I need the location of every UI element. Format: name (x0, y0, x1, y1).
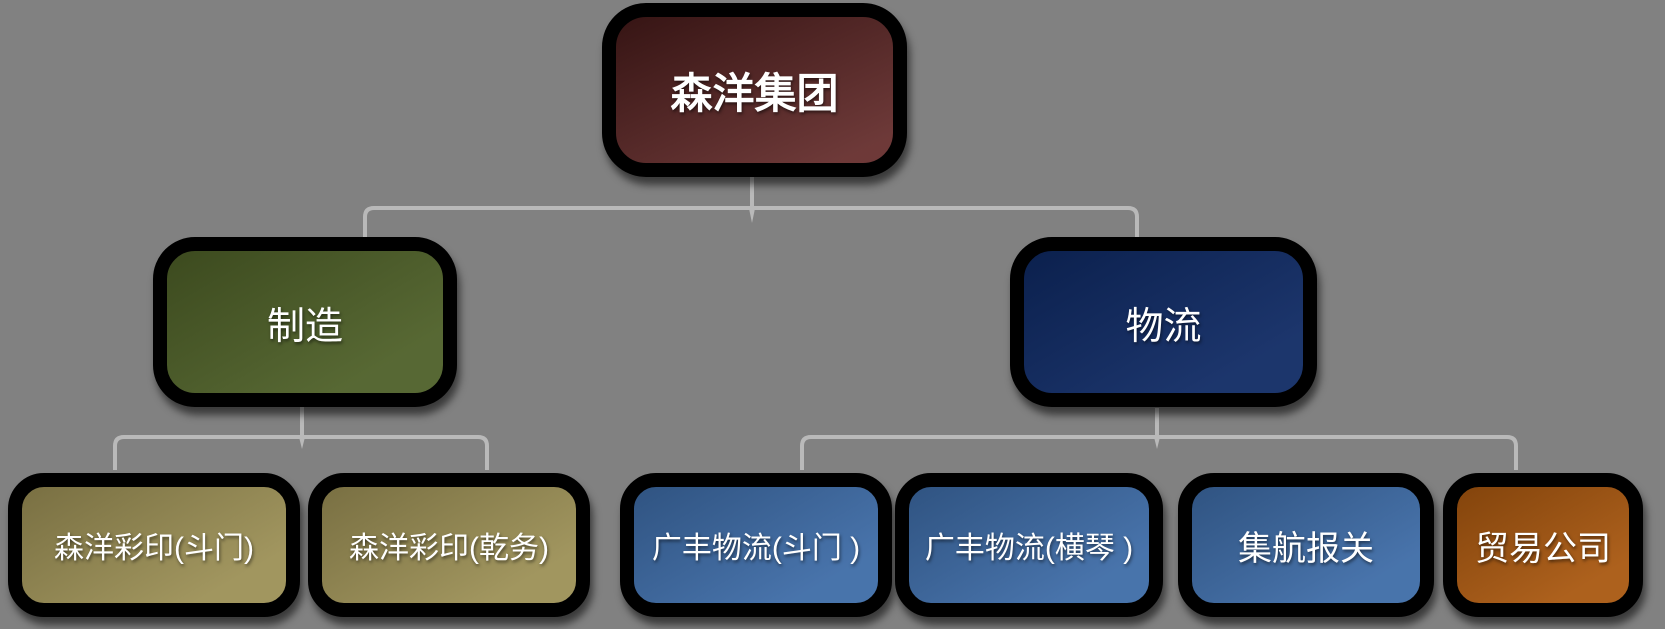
org-node-senyang-print-doumen: 森洋彩印(斗门) (8, 473, 300, 617)
org-node-guangfeng-logistics-hengqin: 广丰物流(横琴 ) (895, 473, 1163, 617)
org-node-label: 广丰物流(斗门 ) (651, 532, 861, 565)
org-node-label: 集航报关 (1238, 529, 1374, 568)
org-node-label: 物流 (1125, 305, 1202, 348)
connector-log-tail (1153, 435, 1161, 449)
org-node-label: 广丰物流(横琴 ) (924, 532, 1134, 565)
org-node-label: 森洋集团 (670, 69, 839, 117)
org-node-label: 制造 (266, 305, 343, 348)
org-node-manufacturing: 制造 (153, 237, 457, 407)
connector-mfg-tail (298, 435, 306, 449)
connector-level1-bracket (363, 206, 1139, 240)
org-node-label: 森洋彩印(斗门) (54, 532, 254, 565)
org-node-jihang-customs: 集航报关 (1178, 473, 1434, 617)
org-node-root: 森洋集团 (602, 3, 907, 177)
org-node-trading-company: 贸易公司 (1443, 473, 1643, 617)
connector-mfg-bracket (113, 435, 489, 470)
connector-root-tail (748, 206, 756, 223)
org-node-guangfeng-logistics-doumen: 广丰物流(斗门 ) (620, 473, 892, 617)
org-node-senyang-print-qianwu: 森洋彩印(乾务) (308, 473, 590, 617)
org-node-logistics: 物流 (1010, 237, 1317, 407)
org-node-label: 贸易公司 (1475, 529, 1611, 568)
org-node-label: 森洋彩印(乾务) (349, 532, 549, 565)
connector-log-bracket (800, 435, 1518, 470)
